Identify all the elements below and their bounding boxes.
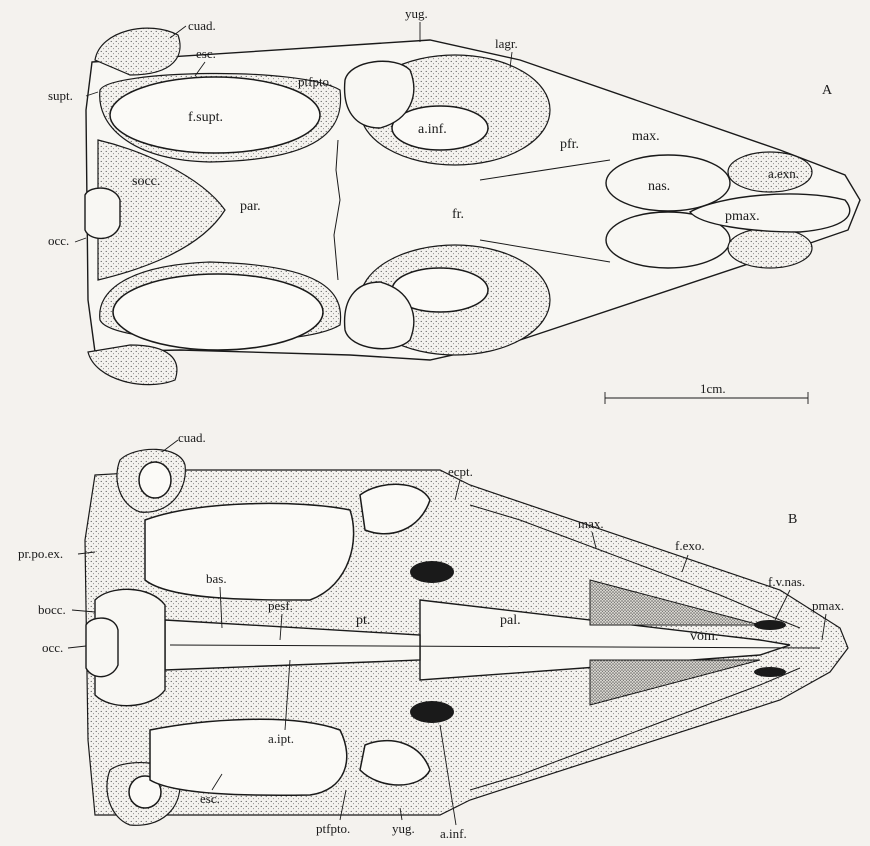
label-b-bocc: bocc. (38, 602, 66, 617)
label-b-bas: bas. (206, 571, 227, 586)
label-b-pesf: pesf. (268, 598, 293, 613)
label-a-par: par. (240, 199, 261, 214)
label-a-a-inf: a.inf. (418, 122, 447, 137)
label-b-max: max. (578, 516, 604, 531)
label-b-cuad: cuad. (178, 430, 206, 445)
label-b-pmax: pmax. (812, 598, 844, 613)
subtemporal-fenestra-top (145, 503, 354, 600)
suborbital-opening-top (410, 561, 454, 583)
subtemporal-fenestra-bottom (150, 719, 347, 795)
label-b-ecpt: ecpt. (448, 464, 473, 479)
label-a-esc: esc. (196, 46, 216, 61)
panel-b-ventral-view: cuad. ecpt. max. f.exo. B pr.po.ex. bas.… (18, 430, 848, 841)
supratemporal-fenestra-bottom (113, 274, 323, 350)
label-b-a-ipt: a.ipt. (268, 731, 294, 746)
label-a-nas: nas. (648, 179, 670, 194)
label-b-yug: yug. (392, 821, 415, 836)
label-b-fexo: f.exo. (675, 538, 705, 553)
label-a-supt: supt. (48, 88, 73, 103)
label-b-esc: esc. (200, 791, 220, 806)
panel-a-letter: A (822, 83, 833, 98)
label-b-vom: vom. (690, 629, 718, 644)
leader-b-cuad (162, 440, 178, 452)
label-b-ptfpto: ptfpto. (316, 821, 350, 836)
label-a-yug: yug. (405, 6, 428, 21)
label-a-f-supt: f.supt. (188, 110, 223, 125)
label-b-pal: pal. (500, 613, 521, 628)
label-a-ptfpto: ptfpto. (298, 74, 332, 89)
label-b-a-inf: a.inf. (440, 826, 467, 841)
label-a-cuad: cuad. (188, 18, 216, 33)
label-a-fr: fr. (452, 207, 464, 222)
label-a-pmax: pmax. (725, 209, 760, 224)
label-a-occ: occ. (48, 233, 69, 248)
label-a-lagr: lagr. (495, 36, 518, 51)
leader-b-occ (68, 646, 86, 648)
scale-bar-label: 1cm. (700, 381, 726, 396)
label-b-f-v-nas: f.v.nas. (768, 574, 805, 589)
quadrate-top-b-hole (139, 462, 171, 498)
scale-bar: 1cm. (605, 381, 808, 404)
occipital-condyle-b (86, 618, 118, 677)
label-a-pfr: pfr. (560, 137, 579, 152)
label-a-max: max. (632, 129, 660, 144)
suborbital-opening-bottom (410, 701, 454, 723)
external-naris-bottom (728, 228, 812, 268)
label-b-pr-po-ex: pr.po.ex. (18, 546, 63, 561)
panel-a-dorsal-view: cuad. esc. supt. yug. lagr. ptfpto. f.su… (48, 6, 860, 404)
label-a-socc: socc. (132, 174, 160, 189)
quadrate-right-a (88, 345, 177, 385)
panel-b-letter: B (788, 512, 797, 527)
label-b-pt: pt. (356, 613, 370, 628)
occipital-condyle-a (85, 188, 120, 238)
label-b-occ: occ. (42, 640, 63, 655)
leader-a-occ (75, 238, 86, 242)
vomer-opening-top (754, 620, 786, 630)
label-a-a-exn: a.exn. (768, 166, 799, 181)
